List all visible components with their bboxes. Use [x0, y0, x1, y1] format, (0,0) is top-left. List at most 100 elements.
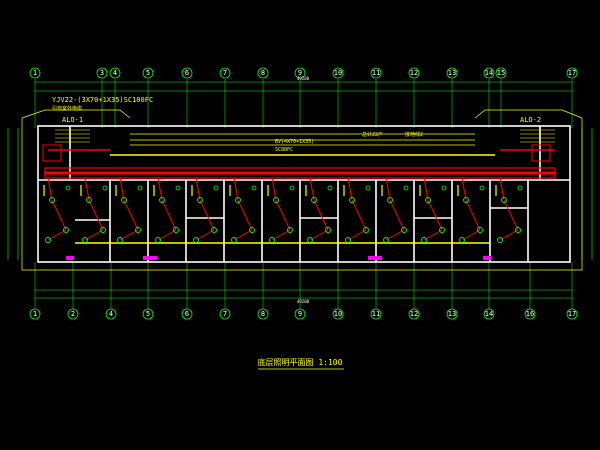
light-fixture: [155, 237, 161, 243]
grid-axis-label: 7: [223, 310, 227, 318]
grid-axis-circle: [142, 308, 154, 320]
light-fixture: [235, 197, 241, 203]
light-fixture: [421, 237, 427, 243]
light-fixture: [365, 185, 371, 191]
grid-axis-label: 10: [334, 310, 342, 318]
light-fixture: [86, 197, 92, 203]
light-fixture: [100, 227, 106, 233]
light-fixture: [327, 185, 333, 191]
total-dim-top: 49200: [297, 76, 310, 81]
grid-axis-label: 3: [100, 69, 104, 77]
grid-axis-label: 4: [113, 69, 117, 77]
grid-axis-circle: [257, 308, 269, 320]
light-fixture: [401, 227, 407, 233]
light-fixture: [273, 197, 279, 203]
light-fixture: [159, 197, 165, 203]
grid-axis-circle: [408, 67, 420, 79]
grid-axis-circle: [495, 67, 507, 79]
light-fixture: [501, 197, 507, 203]
light-fixture: [102, 185, 108, 191]
grid-axis-circle: [181, 308, 193, 320]
light-fixture: [197, 197, 203, 203]
grid-axis-circle: [29, 308, 41, 320]
grid-axis-label: 1: [33, 69, 37, 77]
light-fixture: [439, 227, 445, 233]
grid-axis-label: 15: [497, 69, 505, 77]
grid-axis-circle: [524, 308, 536, 320]
bv-cable-label: BV(4X70+1X35): [275, 139, 314, 145]
light-fixture: [441, 185, 447, 191]
light-fixture: [477, 227, 483, 233]
drawing-title: 底层照明平面图 1:100: [258, 357, 343, 367]
grid-axis-label: 10: [334, 69, 342, 77]
grid-axis-circle: [109, 67, 121, 79]
annotation-1: 总计22户: [362, 131, 383, 138]
light-fixture: [231, 237, 237, 243]
light-fixture: [311, 197, 317, 203]
light-fixture: [193, 237, 199, 243]
light-fixture: [387, 197, 393, 203]
grid-axis-label: 7: [223, 69, 227, 77]
grid-axis-label: 11: [372, 310, 380, 318]
grid-axis-label: 12: [410, 310, 418, 318]
light-fixture: [249, 227, 255, 233]
dimension-lines: [7, 81, 593, 299]
grid-axis-label: 17: [568, 310, 576, 318]
grid-axis-circle: [483, 67, 495, 79]
grid-axis-label: 12: [410, 69, 418, 77]
grid-axis-circle: [446, 67, 458, 79]
panel-right-label: ALO-2: [520, 116, 541, 124]
grid-axis-label: 9: [298, 310, 302, 318]
light-fixture: [121, 197, 127, 203]
light-fixture: [173, 227, 179, 233]
total-dim-bottom: 49200: [297, 299, 310, 304]
room-wiring: [43, 177, 523, 243]
grid-axis-circle: [181, 67, 193, 79]
grid-axis-circle: [29, 67, 41, 79]
light-fixture: [117, 237, 123, 243]
light-fixture: [459, 237, 465, 243]
stairs: [55, 129, 555, 143]
grid-axis-circle: [105, 308, 117, 320]
light-fixture: [325, 227, 331, 233]
light-fixture: [251, 185, 257, 191]
outlets: [66, 256, 491, 260]
light-fixture: [175, 185, 181, 191]
grid-axis-circle: [566, 67, 578, 79]
light-fixture: [49, 197, 55, 203]
grid-axis-circle: [370, 67, 382, 79]
grid-axis-circle: [67, 308, 79, 320]
light-fixture: [363, 227, 369, 233]
grid-axis-circle: [219, 67, 231, 79]
grid-axis-circle: [96, 67, 108, 79]
panel-left-label: ALO-1: [62, 116, 83, 124]
grid-axis-circle: [294, 308, 306, 320]
light-fixture: [65, 185, 71, 191]
grid-axis-label: 9: [298, 69, 302, 77]
light-fixture: [82, 237, 88, 243]
grid-axis-circle: [219, 308, 231, 320]
grid-axis-label: 8: [261, 310, 265, 318]
light-fixture: [45, 237, 51, 243]
grid-axis-circle: [483, 308, 495, 320]
grid-axis-circle: [446, 308, 458, 320]
grid-axis-label: 11: [372, 69, 380, 77]
annotation-2: 接地线2: [405, 131, 423, 138]
power-bus: [42, 144, 556, 179]
light-fixture: [515, 227, 521, 233]
grid-axis-circle: [332, 308, 344, 320]
light-fixture: [307, 237, 313, 243]
grid-axis-circle: [257, 67, 269, 79]
light-fixture: [349, 197, 355, 203]
light-fixture: [213, 185, 219, 191]
grid-axis-circle: [408, 308, 420, 320]
light-fixture: [137, 185, 143, 191]
grid-axis-label: 16: [526, 310, 534, 318]
grid-axis-label: 5: [146, 310, 150, 318]
grid-axis-circle: [370, 308, 382, 320]
corridor-lines: [75, 154, 495, 244]
light-fixture: [135, 227, 141, 233]
light-fixture: [517, 185, 523, 191]
